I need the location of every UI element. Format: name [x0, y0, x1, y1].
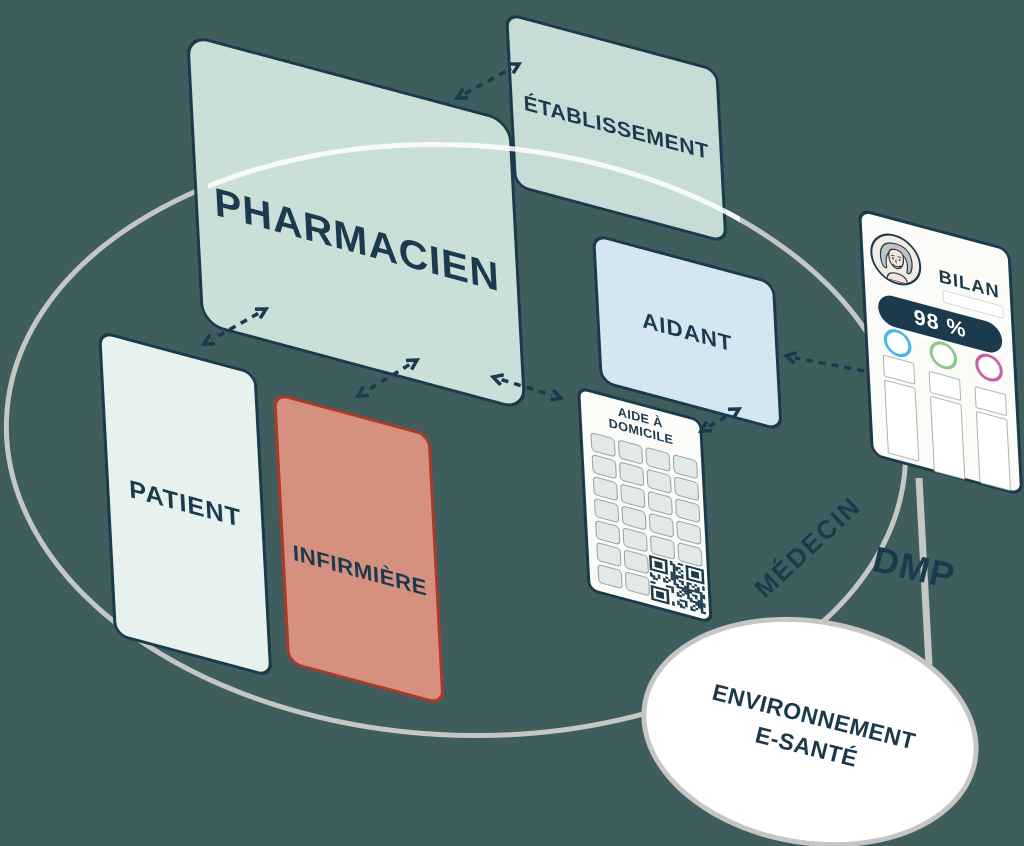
pharmacien-label: PHARMACIEN — [213, 179, 501, 301]
schedule-cell — [624, 571, 651, 597]
etablissement-card: ÉTABLISSEMENT — [505, 12, 728, 244]
etablissement-label: ÉTABLISSEMENT — [523, 91, 710, 164]
schedule-cell — [595, 519, 621, 546]
schedule-cell — [674, 497, 701, 524]
schedule-cell — [621, 505, 647, 531]
environnement-esante-label: ENVIRONNEMENT E-SANTÉ — [709, 678, 919, 772]
schedule-cell — [620, 483, 646, 509]
pharmacien-card: PHARMACIEN — [186, 33, 527, 412]
bilan-card: BILAN 98 % — [858, 208, 1024, 497]
environnement-esante-ellipse: ENVIRONNEMENT E-SANTÉ — [622, 591, 998, 846]
indicator-circle-1 — [928, 338, 958, 373]
medecin-label: MÉDECIN — [748, 490, 867, 604]
infirmiere-label: INFIRMIÈRE — [292, 539, 428, 601]
schedule-cell — [591, 453, 617, 480]
schedule-cell — [618, 461, 645, 487]
report-column — [929, 395, 966, 480]
indicator-circle-2 — [974, 350, 1004, 385]
schedule-cell — [673, 475, 700, 502]
dmp-label: DMP — [868, 538, 960, 597]
schedule-cell — [597, 563, 623, 590]
schedule-cell — [590, 431, 616, 458]
schedule-cell — [645, 446, 671, 473]
schedule-cell — [623, 549, 649, 575]
infirmiere-card: INFIRMIÈRE — [273, 392, 445, 706]
report-column — [884, 379, 920, 462]
elderly-woman-icon — [873, 236, 918, 285]
patient-avatar — [869, 227, 923, 292]
schedule-cell — [596, 541, 622, 568]
schedule-cell — [646, 468, 672, 495]
schedule-cell — [622, 527, 648, 553]
report-column — [975, 410, 1012, 492]
schedule-cell — [592, 475, 619, 502]
aide-domicile-card: AIDE À DOMICILE — [577, 386, 713, 625]
schedule-cell — [647, 490, 673, 517]
patient-card: PATIENT — [98, 330, 273, 679]
bilan-score: 98 % — [913, 305, 968, 343]
schedule-cell — [617, 439, 644, 465]
arrow-bilan-aidant — [782, 350, 865, 373]
schedule-cell — [676, 519, 702, 546]
schedule-cell — [593, 497, 620, 524]
patient-label: PATIENT — [128, 474, 242, 533]
aidant-label: AIDANT — [641, 307, 734, 357]
